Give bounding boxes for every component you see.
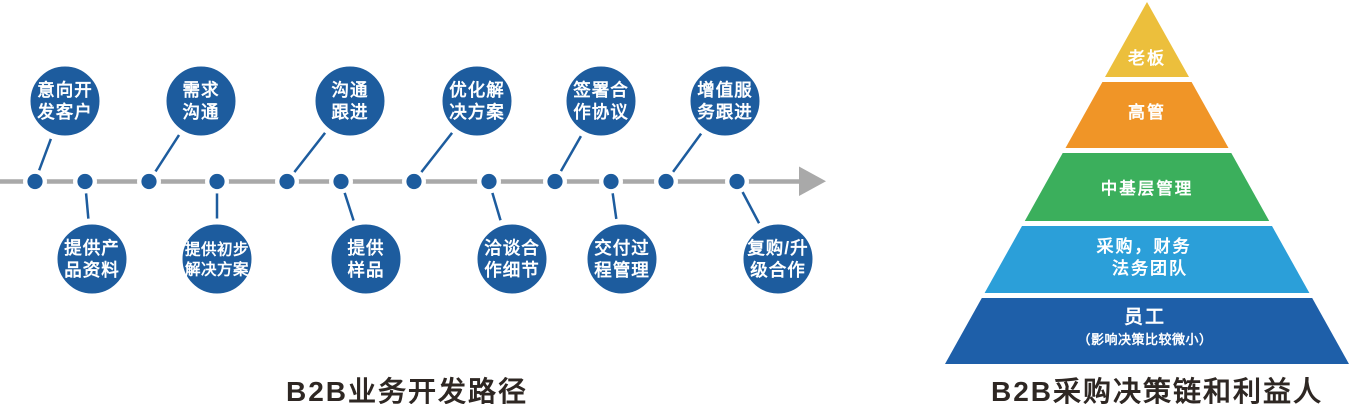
timeline-dot	[654, 169, 678, 194]
step-label: 沟通	[183, 102, 220, 122]
step-label: 样品	[348, 260, 385, 280]
timeline-step-negotiate-cooperation-details: 洽谈合 作细节	[471, 218, 553, 300]
timeline-step-repurchase-upgrade-cooperation: 复购/升 级合作	[737, 218, 819, 300]
pyramid-diagram: 老板 高管 中基层管理 采购，财务 法务团队 员工 （影响决策比较微小） B2B…	[945, 2, 1349, 404]
step-label: 品资料	[64, 260, 120, 280]
level-label-legal-team: 法务团队	[1112, 258, 1188, 278]
step-label: 决方案	[449, 102, 505, 122]
step-label: 作协议	[573, 102, 629, 122]
step-label: 洽谈合	[484, 238, 540, 258]
level-label-procurement-finance: 采购，财务	[1096, 236, 1192, 256]
step-label: 优化解	[449, 80, 505, 100]
step-label: 需求	[183, 80, 220, 100]
step-label: 提供	[348, 238, 385, 258]
timeline-step-delivery-process-management: 交付过 程管理	[581, 218, 663, 300]
timeline-dot	[543, 169, 567, 194]
step-label: 提供初步	[185, 240, 249, 259]
pyramid-title: B2B采购决策链和利益人	[991, 375, 1323, 404]
timeline-dot	[205, 169, 229, 194]
timeline-dot	[275, 169, 299, 194]
timeline-dot	[137, 169, 161, 194]
timeline-step-demand-communication: 需求 沟通	[160, 60, 242, 142]
pyramid-level-boss	[1105, 2, 1189, 77]
step-label: 签署合	[572, 80, 629, 100]
level-label-boss: 老板	[1127, 48, 1166, 68]
step-label: 增值服	[697, 80, 753, 100]
level-label-employees: 员工	[1124, 306, 1166, 328]
step-label: 程管理	[594, 260, 650, 280]
step-label: 沟通	[332, 80, 369, 100]
timeline-diagram: 意向开 发客户 提供产 品资料 需求 沟通 提供初步 解决方案 沟通 跟进 提供…	[0, 60, 826, 404]
timeline-step-provide-initial-solution: 提供初步 解决方案	[176, 218, 258, 300]
step-label: 作细节	[484, 260, 540, 280]
timeline-title: B2B业务开发路径	[286, 375, 528, 404]
arrow-head-icon	[799, 166, 826, 196]
timeline-step-optimize-solution: 优化解 决方案	[436, 60, 518, 142]
step-label: 务跟进	[697, 102, 753, 122]
step-label: 跟进	[332, 102, 369, 122]
step-label: 意向开	[37, 80, 93, 100]
step-label: 发客户	[36, 102, 93, 122]
step-label: 交付过	[594, 238, 650, 258]
timeline-step-provide-samples: 提供 样品	[325, 218, 407, 300]
pyramid-level-procurement-finance-legal	[984, 226, 1310, 293]
step-label: 级合作	[750, 260, 806, 280]
pyramid-level-employees	[945, 298, 1349, 364]
level-label-middle-management: 中基层管理	[1101, 178, 1194, 198]
pyramid-level-executives	[1065, 82, 1229, 148]
timeline-dot	[329, 169, 353, 194]
step-label: 解决方案	[185, 260, 249, 279]
timeline-step-value-added-service-follow-up: 增值服 务跟进	[684, 60, 766, 142]
timeline-step-intent-develop-customers: 意向开 发客户	[24, 60, 106, 142]
timeline-dot	[599, 169, 623, 194]
pyramid-level-middle-management	[1024, 153, 1270, 221]
timeline-dot	[402, 169, 426, 194]
timeline-step-sign-cooperation-agreement: 签署合 作协议	[560, 60, 642, 142]
step-label: 复购/升	[746, 238, 808, 258]
level-label-executives: 高管	[1128, 102, 1166, 122]
step-label: 提供产	[64, 238, 120, 258]
timeline-dot	[73, 169, 97, 194]
timeline-step-provide-product-materials: 提供产 品资料	[51, 218, 133, 300]
timeline-dot	[23, 169, 47, 194]
timeline-step-communication-follow-up: 沟通 跟进	[309, 60, 391, 142]
level-sublabel-employees: （影响决策比较微小）	[1077, 332, 1212, 347]
timeline-dot	[725, 169, 749, 194]
timeline-dot	[477, 169, 501, 194]
